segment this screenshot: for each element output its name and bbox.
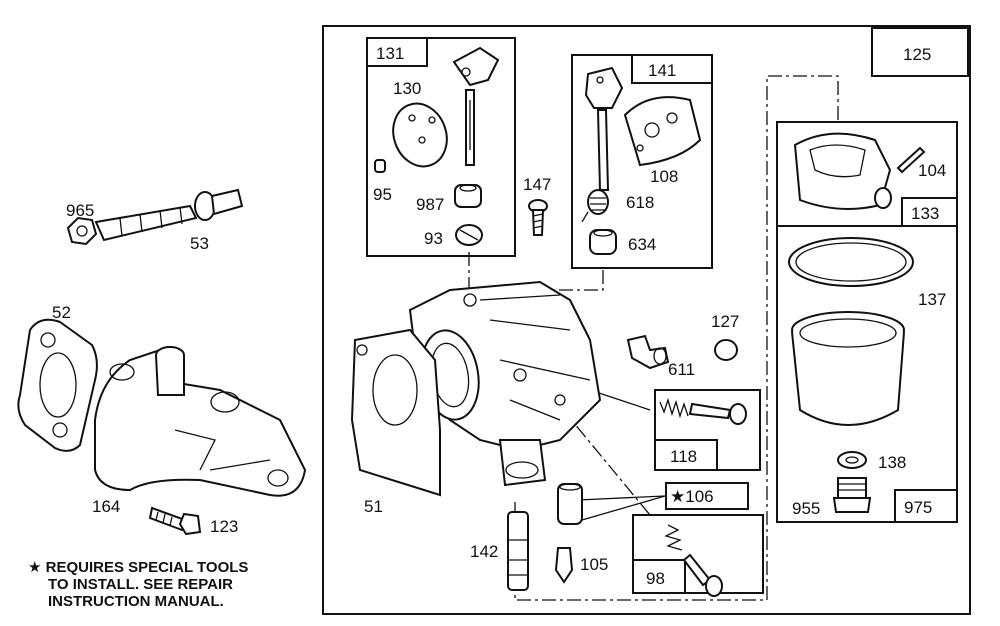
- part-955-bowl-nut: [832, 477, 872, 513]
- callout-125: 125: [903, 45, 931, 64]
- carburetor-body: [408, 280, 602, 487]
- part-137-bowl-gasket: [788, 237, 914, 287]
- part-52-gasket: [17, 318, 98, 452]
- part-987-seal: [454, 184, 482, 208]
- callout-51: 51: [364, 497, 383, 516]
- main-assembly-frame: [322, 25, 971, 615]
- callout-52: 52: [52, 303, 71, 322]
- callout-123: 123: [210, 517, 238, 536]
- part-147-screw: [528, 199, 548, 236]
- note-line-3: INSTRUCTION MANUAL.: [48, 593, 224, 610]
- box-106: [665, 482, 749, 510]
- callout-147: 147: [523, 175, 551, 194]
- part-127-plug: [714, 339, 738, 361]
- box-98-group: [632, 514, 764, 594]
- callout-975: 975: [904, 498, 932, 517]
- callout-133: 133: [911, 204, 939, 223]
- callout-955: 955: [792, 499, 820, 518]
- part-133-float: [793, 132, 892, 210]
- callout-138: 138: [878, 453, 906, 472]
- callout-104: 104: [918, 161, 946, 180]
- callout-108: 108: [650, 167, 678, 186]
- callout-142: 142: [470, 542, 498, 561]
- part-105-needle: [554, 547, 574, 584]
- box-131-group: [366, 37, 516, 257]
- part-618-spring: [581, 189, 609, 223]
- box-125: [871, 27, 969, 77]
- part-611-fitting: [626, 334, 670, 370]
- part-164-intake-elbow: [94, 346, 307, 497]
- part-53-fuel-tube: [94, 188, 244, 242]
- callout-987: 987: [416, 195, 444, 214]
- part-choke-shaft: [584, 66, 624, 191]
- callout-127: 127: [711, 312, 739, 331]
- part-142-emulsion-tube: [507, 511, 529, 591]
- part-104-pin: [896, 146, 926, 174]
- callout-53: 53: [190, 234, 209, 253]
- callout-965: 965: [66, 201, 94, 220]
- callout-118: 118: [670, 447, 697, 466]
- callout-105: 105: [580, 555, 608, 574]
- part-118-idle-screw: [659, 397, 747, 425]
- callout-164: 164: [92, 497, 120, 516]
- callout-618: 618: [626, 193, 654, 212]
- part-965-nut: [66, 216, 98, 246]
- callout-611: 611: [668, 360, 695, 379]
- part-95-screw: [374, 159, 386, 173]
- part-51-gasket: [350, 328, 441, 497]
- part-123-screw: [148, 506, 202, 536]
- note-line-2: TO INSTALL. SEE REPAIR: [48, 576, 233, 593]
- callout-106: ★106: [670, 487, 714, 506]
- callout-137: 137: [918, 290, 946, 309]
- part-130-throttle-plate: [392, 102, 448, 168]
- callout-131: 131: [376, 44, 404, 63]
- callout-634: 634: [628, 235, 656, 254]
- callout-95: 95: [373, 185, 392, 204]
- part-138-washer: [837, 451, 867, 469]
- part-93-bushing: [455, 224, 483, 246]
- callout-98: 98: [646, 569, 665, 588]
- part-98-mixture-screw: [664, 524, 723, 597]
- part-106-nozzle: [557, 483, 583, 525]
- callout-93: 93: [424, 229, 443, 248]
- part-108-choke-plate: [623, 96, 702, 167]
- box-975-group: [776, 225, 958, 523]
- part-throttle-shaft: [452, 46, 500, 166]
- callout-130: 130: [393, 79, 421, 98]
- callout-141: 141: [648, 61, 676, 80]
- part-634-seal: [589, 229, 617, 255]
- part-float-bowl: [791, 311, 905, 426]
- note-line-1: ★ REQUIRES SPECIAL TOOLS: [28, 559, 248, 576]
